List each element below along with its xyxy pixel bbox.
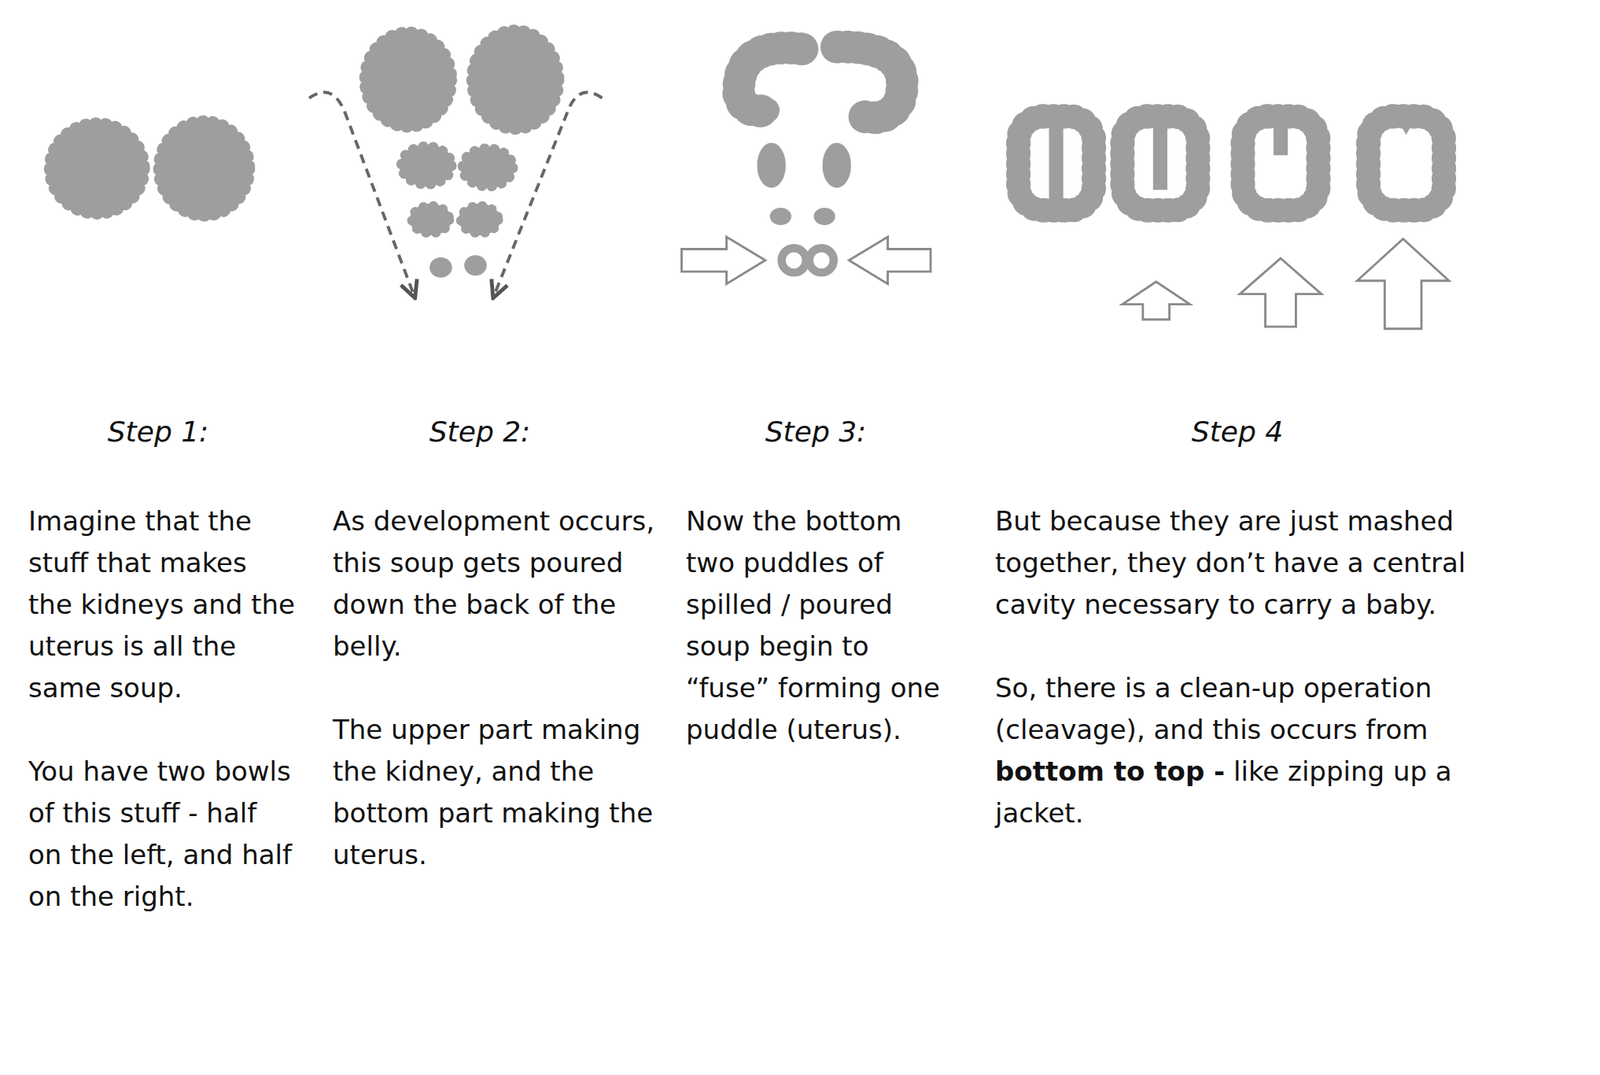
soup-blob — [824, 144, 849, 186]
step-heading: Step 4 — [1080, 411, 1395, 453]
soup-blob — [465, 256, 487, 275]
fusing-puddle — [809, 247, 834, 273]
notch — [1397, 120, 1415, 135]
soup-blob-edge — [460, 205, 499, 234]
soup-blob — [759, 144, 784, 186]
poured-soup — [309, 30, 602, 296]
up-arrow — [1239, 258, 1322, 327]
uterus-wall-edge — [1368, 116, 1445, 211]
soup-blob — [401, 146, 453, 185]
soup-bowls — [50, 121, 250, 215]
fusing-soup — [682, 47, 932, 284]
soup-blob — [158, 121, 249, 215]
description-paragraph: Imagine that the stuff that makes the ki… — [28, 500, 296, 709]
soup-blob-edge — [462, 147, 514, 187]
step-heading: Step 3: — [658, 411, 974, 453]
kidney-blob — [472, 30, 559, 130]
soup-blob — [430, 258, 451, 277]
pour-arrow — [309, 92, 415, 296]
soup-blob-edge — [401, 146, 453, 185]
kidney-arc — [738, 47, 803, 111]
soup-blob — [411, 205, 450, 234]
soup-blob — [462, 147, 514, 187]
septum — [1273, 114, 1288, 155]
push-arrow — [848, 236, 931, 284]
fusing-puddle — [781, 247, 807, 273]
soup-blob-edge — [411, 205, 450, 234]
description-paragraph: As development occurs, this soup gets po… — [332, 500, 656, 668]
text-column: As development occurs, this soup gets po… — [332, 500, 656, 876]
step-heading: Step 1: — [0, 411, 316, 453]
kidney-blob-edge — [364, 33, 451, 127]
uterus-cleavage — [1018, 114, 1449, 329]
up-arrow — [1122, 281, 1191, 320]
description-paragraph: So, there is a clean-up operation (cleav… — [995, 667, 1483, 834]
soup-blob-edge — [158, 121, 249, 215]
soup-blob — [771, 209, 790, 224]
step-heading: Step 2: — [322, 411, 638, 453]
soup-blob — [50, 123, 144, 214]
description-paragraph: You have two bowls of this stuff - half … — [28, 750, 296, 918]
soup-blob — [460, 205, 499, 234]
pour-arrow — [494, 92, 603, 296]
text-column: But because they are just mashed togethe… — [995, 500, 1483, 834]
kidney-blob-edge — [472, 30, 559, 130]
kidney-arc-edge — [738, 47, 803, 111]
septum — [1153, 114, 1168, 190]
soup-blob — [814, 209, 834, 224]
text-column: Imagine that the stuff that makes the ki… — [28, 500, 296, 918]
description-paragraph: The upper part making the kidney, and th… — [332, 708, 656, 876]
description-paragraph: But because they are just mashed togethe… — [995, 500, 1483, 626]
emphasis-text: bottom to top - — [995, 755, 1225, 787]
kidney-blob — [364, 33, 451, 127]
push-arrow — [682, 236, 766, 284]
description-paragraph: Now the bottom two puddles of spilled / … — [685, 500, 958, 751]
kidney-arc-edge — [836, 47, 903, 118]
uterus-wall — [1368, 116, 1445, 211]
up-arrow — [1356, 239, 1449, 329]
text-column: Now the bottom two puddles of spilled / … — [685, 500, 958, 751]
septum — [1049, 114, 1064, 213]
soup-blob-edge — [50, 123, 144, 214]
kidney-arc — [836, 47, 903, 118]
description-text: So, there is a clean-up operation (cleav… — [995, 671, 1432, 745]
